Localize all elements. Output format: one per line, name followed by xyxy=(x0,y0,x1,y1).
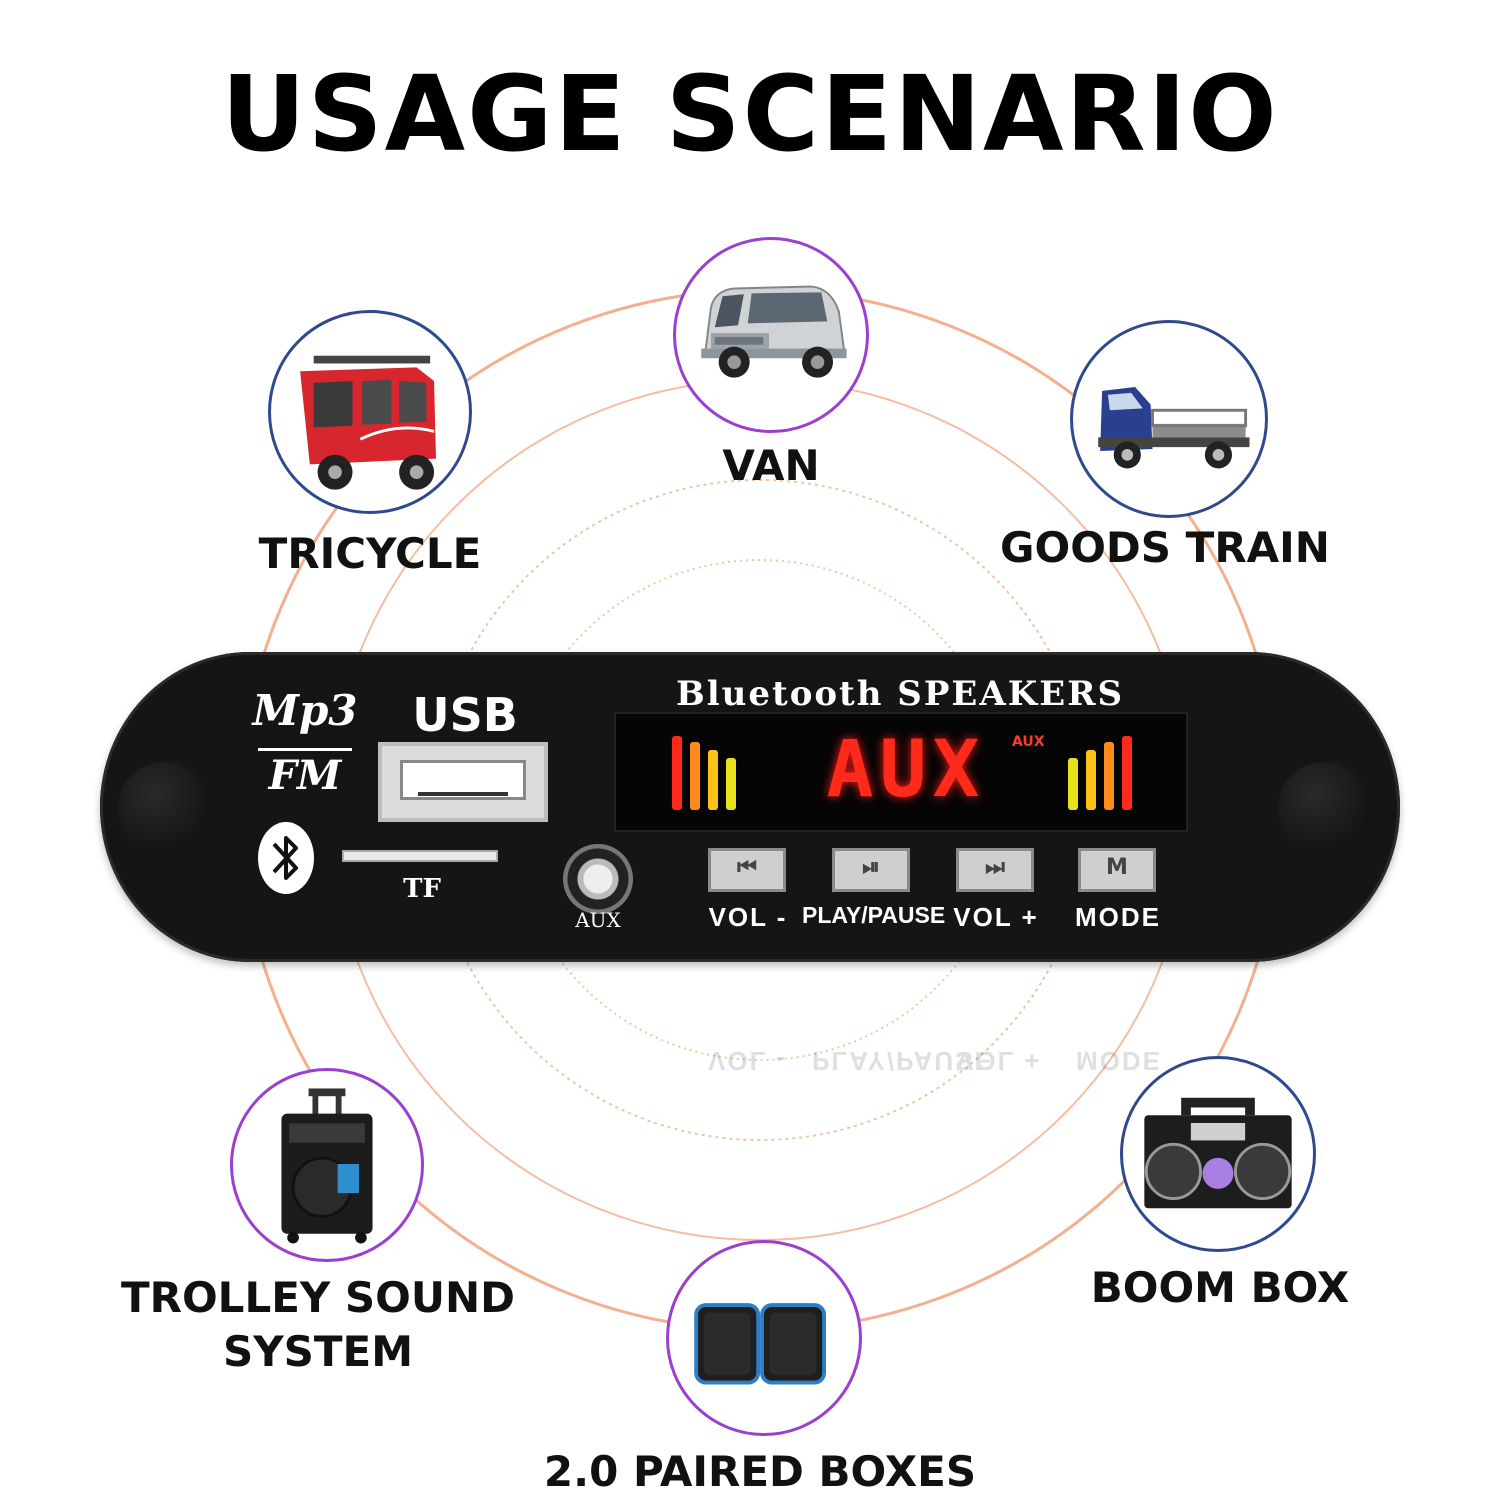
mount-hole-right xyxy=(1278,762,1370,854)
vol-minus-label: VOL - xyxy=(708,902,788,932)
previous-icon: ⏮ xyxy=(737,855,757,880)
van-icon xyxy=(701,285,847,378)
level-bar-left-4 xyxy=(726,758,736,810)
level-bar-right-1 xyxy=(1068,758,1078,810)
goods-train-image xyxy=(1070,320,1268,518)
trolley-speaker-icon xyxy=(281,1088,373,1244)
level-bar-left-3 xyxy=(708,750,718,810)
vol-plus-label: VOL + xyxy=(953,902,1039,932)
reflection-vol-minus: VOL - xyxy=(708,1046,787,1076)
usb-label: USB xyxy=(412,688,518,742)
van-image xyxy=(673,237,869,433)
display-mode-text: AUX xyxy=(826,725,986,815)
label-goods-train: GOODS TRAIN xyxy=(1000,523,1330,572)
tf-card-slot[interactable] xyxy=(342,850,498,862)
play-pause-button[interactable]: ⏯ xyxy=(832,848,910,892)
truck-icon xyxy=(1098,387,1250,469)
aux-jack[interactable] xyxy=(563,844,633,914)
label-trolley-line-2: SYSTEM xyxy=(222,1327,414,1376)
label-tricycle: TRICYCLE xyxy=(258,529,482,578)
boombox-icon xyxy=(1144,1097,1292,1209)
usb-port[interactable] xyxy=(378,742,548,822)
reflection-vol-plus: VOL + xyxy=(956,1046,1042,1076)
display-mode-indicator: AUX xyxy=(1012,734,1045,750)
mp3-logo: Mp3 xyxy=(252,686,358,735)
level-bar-right-4 xyxy=(1122,736,1132,810)
tricycle-image xyxy=(268,310,472,514)
page-title: USAGE SCENARIO xyxy=(221,53,1279,175)
vol-minus-button[interactable]: ⏮ xyxy=(708,848,786,892)
mode-label: MODE xyxy=(1075,902,1161,932)
label-trolley-line-1: TROLLEY SOUND xyxy=(120,1273,516,1322)
level-bar-right-2 xyxy=(1086,750,1096,810)
tricycle-icon xyxy=(300,355,436,490)
level-bar-left-2 xyxy=(690,742,700,810)
paired-speakers-icon xyxy=(694,1303,827,1385)
led-display: AUX AUX xyxy=(614,712,1188,832)
mode-button[interactable]: M xyxy=(1078,848,1156,892)
label-paired-boxes: 2.0 PAIRED BOXES xyxy=(543,1447,977,1496)
label-van: VAN xyxy=(722,441,820,490)
bluetooth-icon xyxy=(258,822,314,894)
aux-label: AUX xyxy=(575,908,621,932)
mp3-module: Mp3 FM USB TF AUX Bluetooth SPEAKERS AUX… xyxy=(100,652,1400,962)
play-pause-label: PLAY/PAUSE xyxy=(802,902,946,928)
level-bar-left-1 xyxy=(672,736,682,810)
paired-boxes-image xyxy=(666,1240,862,1436)
usb-pins xyxy=(418,792,508,806)
mp3-divider xyxy=(258,748,352,751)
label-boom-box: BOOM BOX xyxy=(1090,1263,1350,1312)
bluetooth-speakers-title: Bluetooth SPEAKERS xyxy=(675,674,1125,714)
vol-plus-button[interactable]: ⏭ xyxy=(956,848,1034,892)
trolley-sound-image xyxy=(230,1068,424,1262)
play-pause-icon: ⏯ xyxy=(862,855,880,880)
tf-label: TF xyxy=(403,874,441,904)
fm-logo: FM xyxy=(268,752,342,799)
level-bar-right-3 xyxy=(1104,742,1114,810)
boom-box-image xyxy=(1120,1056,1316,1252)
mode-icon: M xyxy=(1106,855,1128,880)
next-icon: ⏭ xyxy=(985,855,1005,880)
mount-hole-left xyxy=(118,762,210,854)
